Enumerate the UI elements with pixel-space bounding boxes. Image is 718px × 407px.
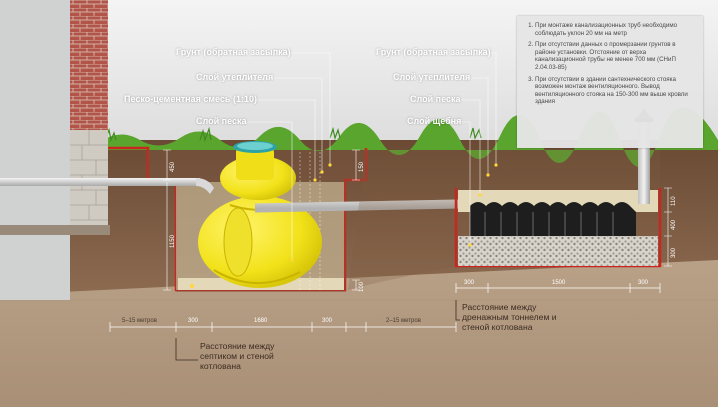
label-left-sand-cement: Песко-цементная смесь (1:10) — [124, 94, 257, 104]
dim-left-height: 1150 — [170, 235, 176, 248]
dim-left-bottom: 100 — [359, 281, 365, 292]
dim-distance-tunnel: 2–15 метров — [386, 318, 421, 324]
note-item: При отсутствии данных о промерзании грун… — [535, 41, 695, 71]
dim-right-300-b: 300 — [638, 280, 649, 286]
dim-right-top: 110 — [671, 196, 677, 206]
dim-right-300-a: 300 — [464, 280, 475, 286]
dim-width-300-a: 300 — [188, 318, 199, 324]
dim-distance-house: 5–15 метров — [122, 318, 157, 324]
note-item: При отсутствии в здании сантехнического … — [535, 76, 695, 106]
dim-left-side-top: 150 — [359, 161, 365, 172]
dim-right-bottom: 300 — [671, 247, 677, 258]
dim-left-top: 450 — [170, 161, 176, 172]
notes-box: При монтаже канализационных труб необход… — [517, 16, 703, 148]
label-left-ground: Грунт (обратная засыпка) — [176, 47, 291, 57]
dim-width-1680: 1680 — [254, 318, 268, 324]
label-left-insulation: Слой утеплителя — [196, 72, 274, 82]
note-item: При монтаже канализационных труб необход… — [535, 22, 695, 37]
caption-septic-wall: Расстояние между септиком и стеной котло… — [200, 341, 275, 371]
label-right-insulation: Слой утеплителя — [393, 72, 471, 82]
caption-tunnel-wall: Расстояние между дренажным тоннелем и ст… — [462, 302, 557, 332]
dim-right-1500: 1500 — [552, 280, 566, 286]
dim-width-300-b: 300 — [322, 318, 333, 324]
dim-right-mid: 400 — [671, 219, 677, 230]
label-right-ground: Грунт (обратная засыпка) — [376, 47, 491, 57]
label-left-sand: Слой песка — [196, 116, 247, 126]
label-right-gravel: Слой щебня — [407, 116, 462, 126]
label-right-sand: Слой песка — [410, 94, 461, 104]
